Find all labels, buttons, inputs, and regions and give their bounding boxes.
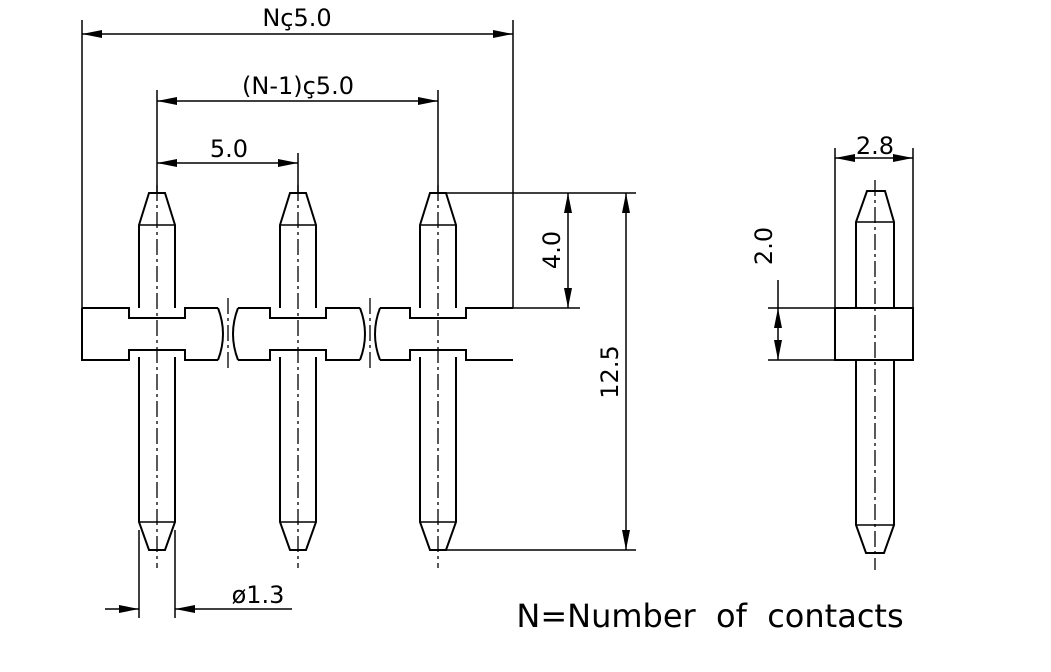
dim-total-pin-length: 12.5 (446, 192, 636, 551)
pin-2 (279, 184, 317, 569)
dim-pin-diameter: ø1.3 (105, 530, 292, 618)
note-number-of-contacts: N=Number of contacts (516, 597, 903, 635)
pin-1 (138, 184, 176, 569)
dim-body-height: 2.0 (750, 227, 835, 361)
dim-pitch: 5.0 (157, 135, 299, 193)
side-view (834, 180, 914, 570)
dim-upper-pin-length-label: 4.0 (538, 231, 566, 269)
dim-pitch-label: 5.0 (210, 135, 248, 163)
dim-overall-width: Nç5.0 (81, 4, 514, 308)
dim-outer-pin-span: (N-1)ç5.0 (156, 72, 439, 193)
dim-upper-pin-length: 4.0 (446, 192, 580, 309)
pin-3 (419, 184, 457, 569)
dim-body-width: 2.8 (834, 132, 914, 308)
dim-overall-width-label: Nç5.0 (262, 4, 331, 32)
dim-outer-pin-span-label: (N-1)ç5.0 (242, 72, 354, 100)
dim-body-height-label: 2.0 (750, 227, 778, 265)
dim-total-pin-length-label: 12.5 (596, 345, 624, 398)
dim-pin-diameter-label: ø1.3 (232, 581, 285, 609)
dim-body-width-label: 2.8 (856, 132, 894, 160)
